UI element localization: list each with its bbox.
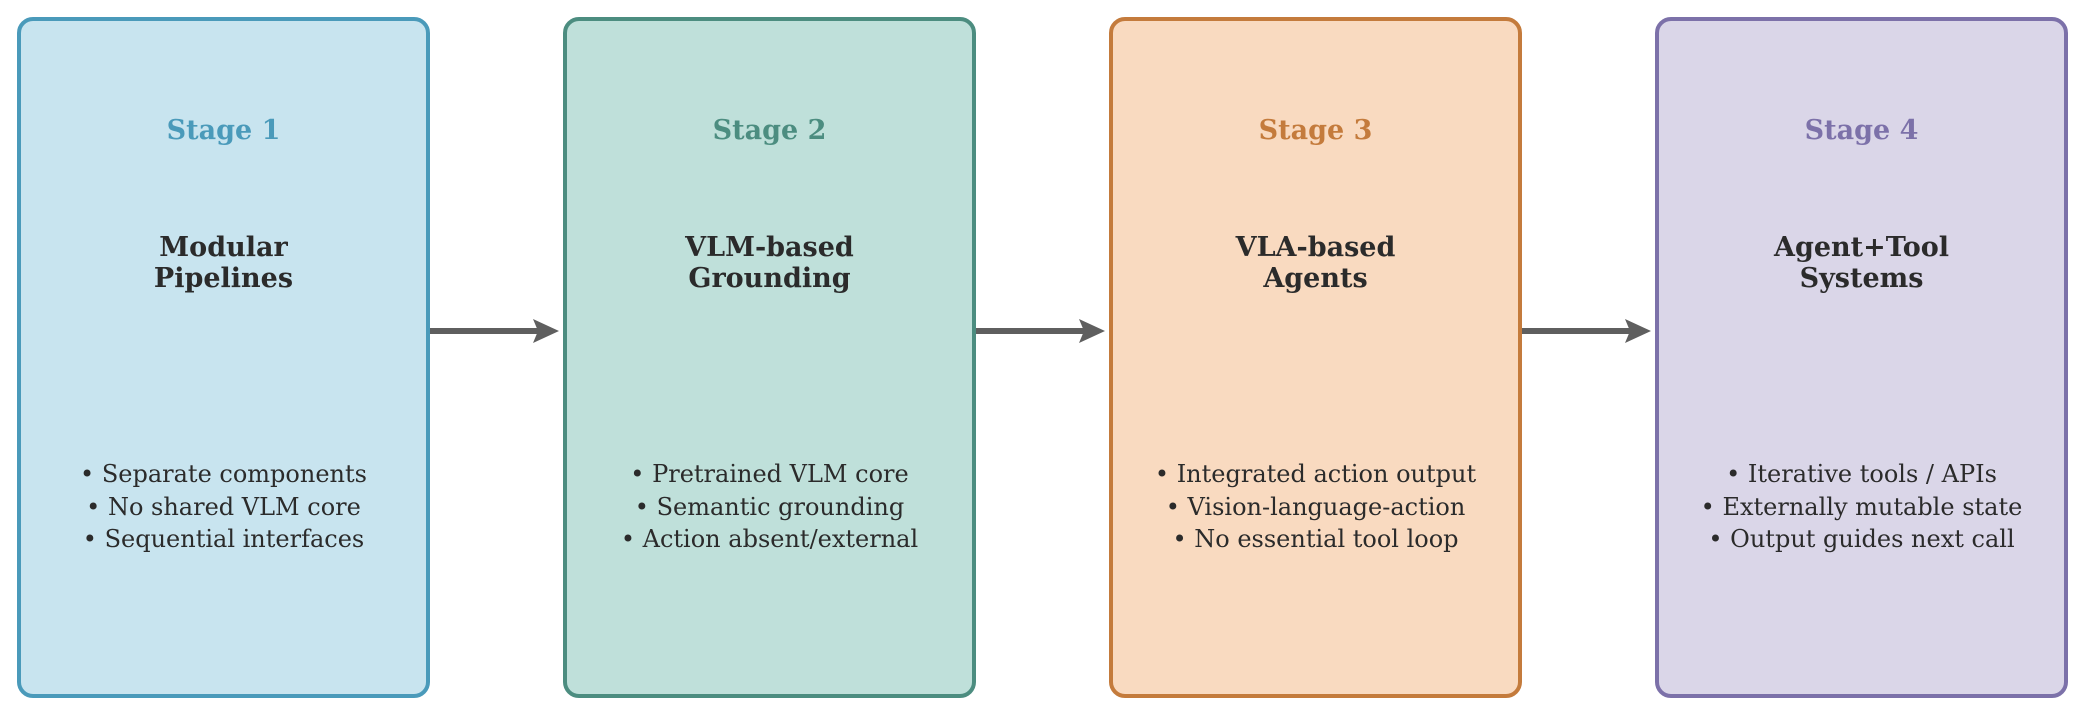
stage-bullet: Output guides next call	[1659, 523, 2064, 556]
stage-title-line: Agent+Tool	[1774, 232, 1949, 263]
stage-bullet: Pretrained VLM core	[567, 458, 972, 491]
stage-title-line: Modular	[159, 232, 288, 263]
stage-bullet-list: Integrated action output Vision-language…	[1113, 458, 1518, 556]
stage-bullet: Vision-language-action	[1113, 491, 1518, 524]
stage-bullet-list: Separate components No shared VLM core S…	[21, 458, 426, 556]
stage-title-line: VLM-based	[685, 232, 854, 263]
stage-card-2: Stage 2 VLM-based Grounding Pretrained V…	[563, 17, 976, 698]
stage-title: Agent+Tool Systems	[1659, 232, 2064, 294]
stage-bullet: Action absent/external	[567, 523, 972, 556]
stage-card-3: Stage 3 VLA-based Agents Integrated acti…	[1109, 17, 1522, 698]
stage-bullet: Externally mutable state	[1659, 491, 2064, 524]
stage-bullet: Semantic grounding	[567, 491, 972, 524]
arrow-right-icon	[430, 319, 559, 343]
stage-label: Stage 3	[1258, 115, 1373, 146]
stage-label: Stage 2	[712, 115, 827, 146]
stage-bullet: Sequential interfaces	[21, 523, 426, 556]
stage-bullet: No essential tool loop	[1113, 523, 1518, 556]
stage-title-line: Pipelines	[153, 263, 294, 294]
stage-bullet: Iterative tools / APIs	[1659, 458, 2064, 491]
stage-title: Modular Pipelines	[21, 232, 426, 294]
stage-bullet-list: Pretrained VLM core Semantic grounding A…	[567, 458, 972, 556]
stage-title-line: Agents	[1263, 263, 1368, 294]
stage-title-line: Grounding	[688, 263, 851, 294]
stage-bullet-list: Iterative tools / APIs Externally mutabl…	[1659, 458, 2064, 556]
stage-bullet: Separate components	[21, 458, 426, 491]
arrow-right-icon	[1522, 319, 1651, 343]
stage-title: VLA-based Agents	[1113, 232, 1518, 294]
stage-card-1: Stage 1 Modular Pipelines Separate compo…	[17, 17, 430, 698]
arrow-right-icon	[976, 319, 1105, 343]
stage-title: VLM-based Grounding	[567, 232, 972, 294]
stage-title-line: Systems	[1799, 263, 1924, 294]
stage-card-4: Stage 4 Agent+Tool Systems Iterative too…	[1655, 17, 2068, 698]
stage-bullet: No shared VLM core	[21, 491, 426, 524]
stage-bullet: Integrated action output	[1113, 458, 1518, 491]
stage-title-line: VLA-based	[1235, 232, 1396, 263]
stage-label: Stage 4	[1804, 115, 1919, 146]
stage-label: Stage 1	[166, 115, 281, 146]
